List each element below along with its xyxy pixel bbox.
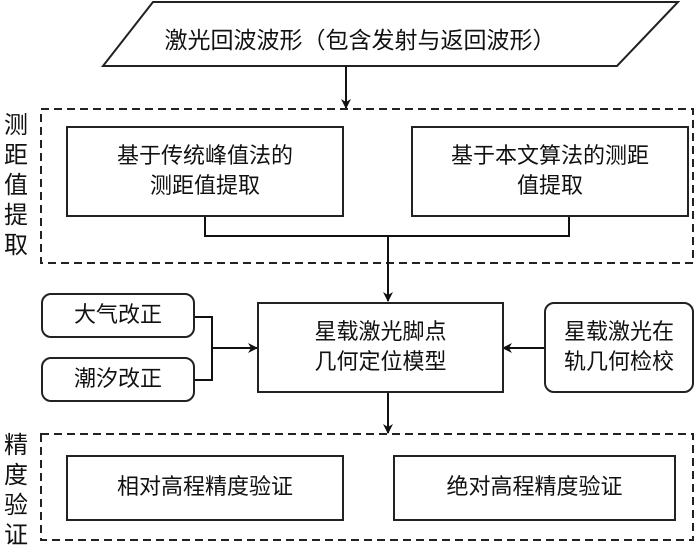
- proposed-algorithm-method-box: 基于本文算法的测距 值提取: [411, 126, 689, 217]
- traditional-peak-method-box: 基于传统峰值法的 测距值提取: [66, 126, 344, 217]
- accuracy-group-label: 精 度 验 证: [4, 431, 28, 549]
- onorbit-calibration-box: 星载激光在 轨几何检校: [544, 302, 694, 393]
- footprint-geolocation-model-box: 星载激光脚点 几何定位模型: [257, 302, 504, 393]
- accuracy-group-frame: [40, 433, 694, 541]
- tidal-correction-box: 潮汐改正: [41, 357, 195, 402]
- connector-traditional: [204, 216, 388, 237]
- ranging-group-frame: [40, 108, 694, 264]
- connector-proposed: [388, 216, 570, 237]
- relative-elevation-accuracy-box: 相对高程精度验证: [66, 455, 344, 521]
- absolute-elevation-accuracy-box: 绝对高程精度验证: [393, 455, 676, 521]
- connector-atmospheric: [194, 316, 213, 381]
- atmospheric-correction-box: 大气改正: [41, 293, 195, 338]
- input-parallelogram: [100, 1, 681, 67]
- ranging-group-label: 测 距 值 提 取: [4, 111, 28, 259]
- input-waveform-label: 激光回波波形（包含发射与返回波形）: [164, 28, 556, 54]
